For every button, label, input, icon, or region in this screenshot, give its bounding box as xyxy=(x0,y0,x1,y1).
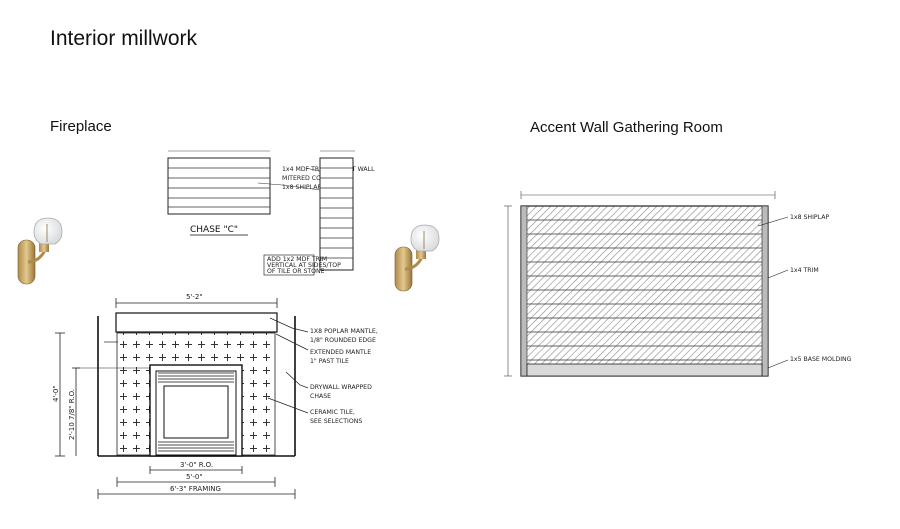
drywall-callout-1: DRYWALL WRAPPED xyxy=(310,384,372,391)
mantle-callout-1: 1X8 POPLAR MANTLE, xyxy=(310,328,378,335)
slide-title: Interior millwork xyxy=(50,27,198,50)
framing-dimension: 6'-3" FRAMING xyxy=(170,485,221,493)
drywall-callout-2: CHASE xyxy=(310,393,331,400)
chase-bottom-note-3: OF TILE OR STONE xyxy=(267,268,325,275)
base-molding-callout: 1x5 BASE MOLDING xyxy=(790,356,852,363)
inner-width-dimension: 5'-0" xyxy=(186,473,203,481)
fireplace-label: Fireplace xyxy=(50,118,112,135)
extended-mantle-callout-2: 1" PAST TILE xyxy=(310,358,349,365)
trim-callout: 1x4 TRIM xyxy=(790,267,819,274)
chase-c-elevation: CHASE "C" 1x4 MDF TRIM AGAINST WALL MITE… xyxy=(167,150,375,236)
opening-dimension: 3'-0" R.O. xyxy=(180,461,213,469)
accent-wall-label: Accent Wall Gathering Room xyxy=(530,119,723,136)
chase-bottom-note-1: ADD 1x2 MDF TRIM xyxy=(267,256,327,263)
shiplap-callout: 1x8 SHIPLAP xyxy=(790,214,829,221)
ro-height-dimension: 2'-10 7/8" R.O. xyxy=(68,389,76,440)
tile-callout-1: CERAMIC TILE, xyxy=(310,409,355,416)
fireplace-elevation: 5'-2" 4'-0" 2'-10 7/8" R.O. xyxy=(52,293,378,499)
chase-side-section: ADD 1x2 MDF TRIM VERTICAL AT SIDES/TOP O… xyxy=(263,150,355,276)
top-width-dimension: 5'-2" xyxy=(186,293,203,301)
accent-wall-elevation: 1x8 SHIPLAP 1x4 TRIM 1x5 BASE MOLDING xyxy=(504,191,852,377)
total-height-dimension: 4'-0" xyxy=(52,385,60,402)
tile-callout-2: SEE SELECTIONS xyxy=(310,418,362,425)
chase-bottom-note-2: VERTICAL AT SIDES/TOP xyxy=(267,262,341,269)
chase-note-2: MITERED CORNERS xyxy=(282,175,342,182)
wall-sconce-icon xyxy=(17,217,63,285)
wall-sconce-icon xyxy=(394,224,440,292)
extended-mantle-callout-1: EXTENDED MANTLE xyxy=(310,349,371,356)
chase-label: CHASE "C" xyxy=(190,225,238,235)
mantle-callout-2: 1/8" ROUNDED EDGE xyxy=(310,337,376,344)
